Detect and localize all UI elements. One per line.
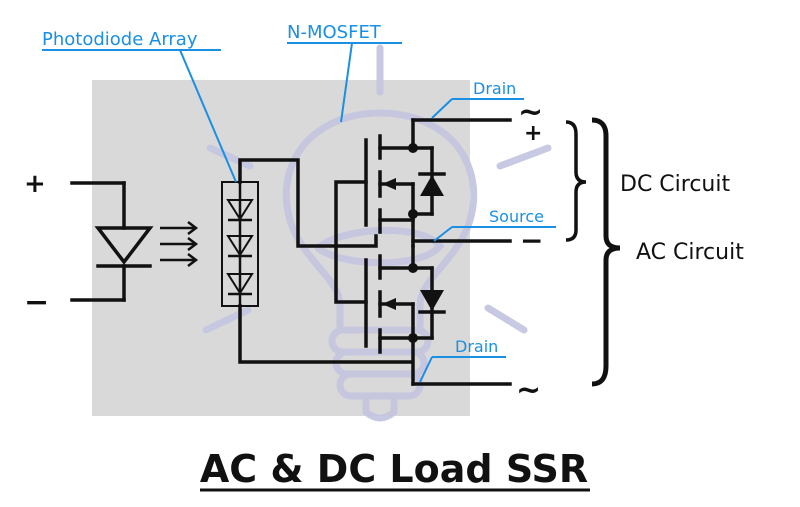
ac-circuit-label: AC Circuit bbox=[636, 240, 744, 265]
input-minus-terminal: − bbox=[24, 285, 49, 320]
light-emission-arrows bbox=[160, 221, 199, 267]
ssr-package-box bbox=[92, 80, 470, 416]
input-plus-terminal: + bbox=[24, 169, 46, 199]
ac-circuit-brace bbox=[591, 117, 621, 387]
mosfet-upper bbox=[364, 118, 446, 248]
output-ac-top-terminal: ~ bbox=[518, 95, 543, 130]
drain-bottom-leader bbox=[419, 356, 433, 383]
photodiode-array-label: Photodiode Array bbox=[42, 29, 198, 50]
drain-top-label: Drain bbox=[473, 79, 516, 98]
diagram-title: AC & DC Load SSR bbox=[200, 447, 588, 491]
output-dc-plus-terminal: + bbox=[524, 121, 542, 146]
source-leader bbox=[433, 226, 453, 242]
n-mosfet-leader bbox=[340, 42, 353, 123]
output-dc-minus-terminal: − bbox=[520, 224, 543, 257]
gate-wiring bbox=[238, 158, 414, 364]
dc-circuit-label: DC Circuit bbox=[620, 172, 730, 197]
dc-circuit-brace bbox=[565, 120, 587, 242]
source-label: Source bbox=[489, 207, 544, 226]
n-mosfet-label: N-MOSFET bbox=[287, 22, 382, 43]
mosfet-lower bbox=[364, 244, 446, 386]
output-ac-bottom-terminal: ~ bbox=[516, 373, 541, 408]
photodiode-array-leader bbox=[179, 49, 237, 183]
output-wiring bbox=[411, 118, 512, 386]
drain-top-leader bbox=[431, 98, 453, 119]
drain-bottom-label: Drain bbox=[455, 337, 498, 356]
input-led bbox=[70, 181, 154, 302]
